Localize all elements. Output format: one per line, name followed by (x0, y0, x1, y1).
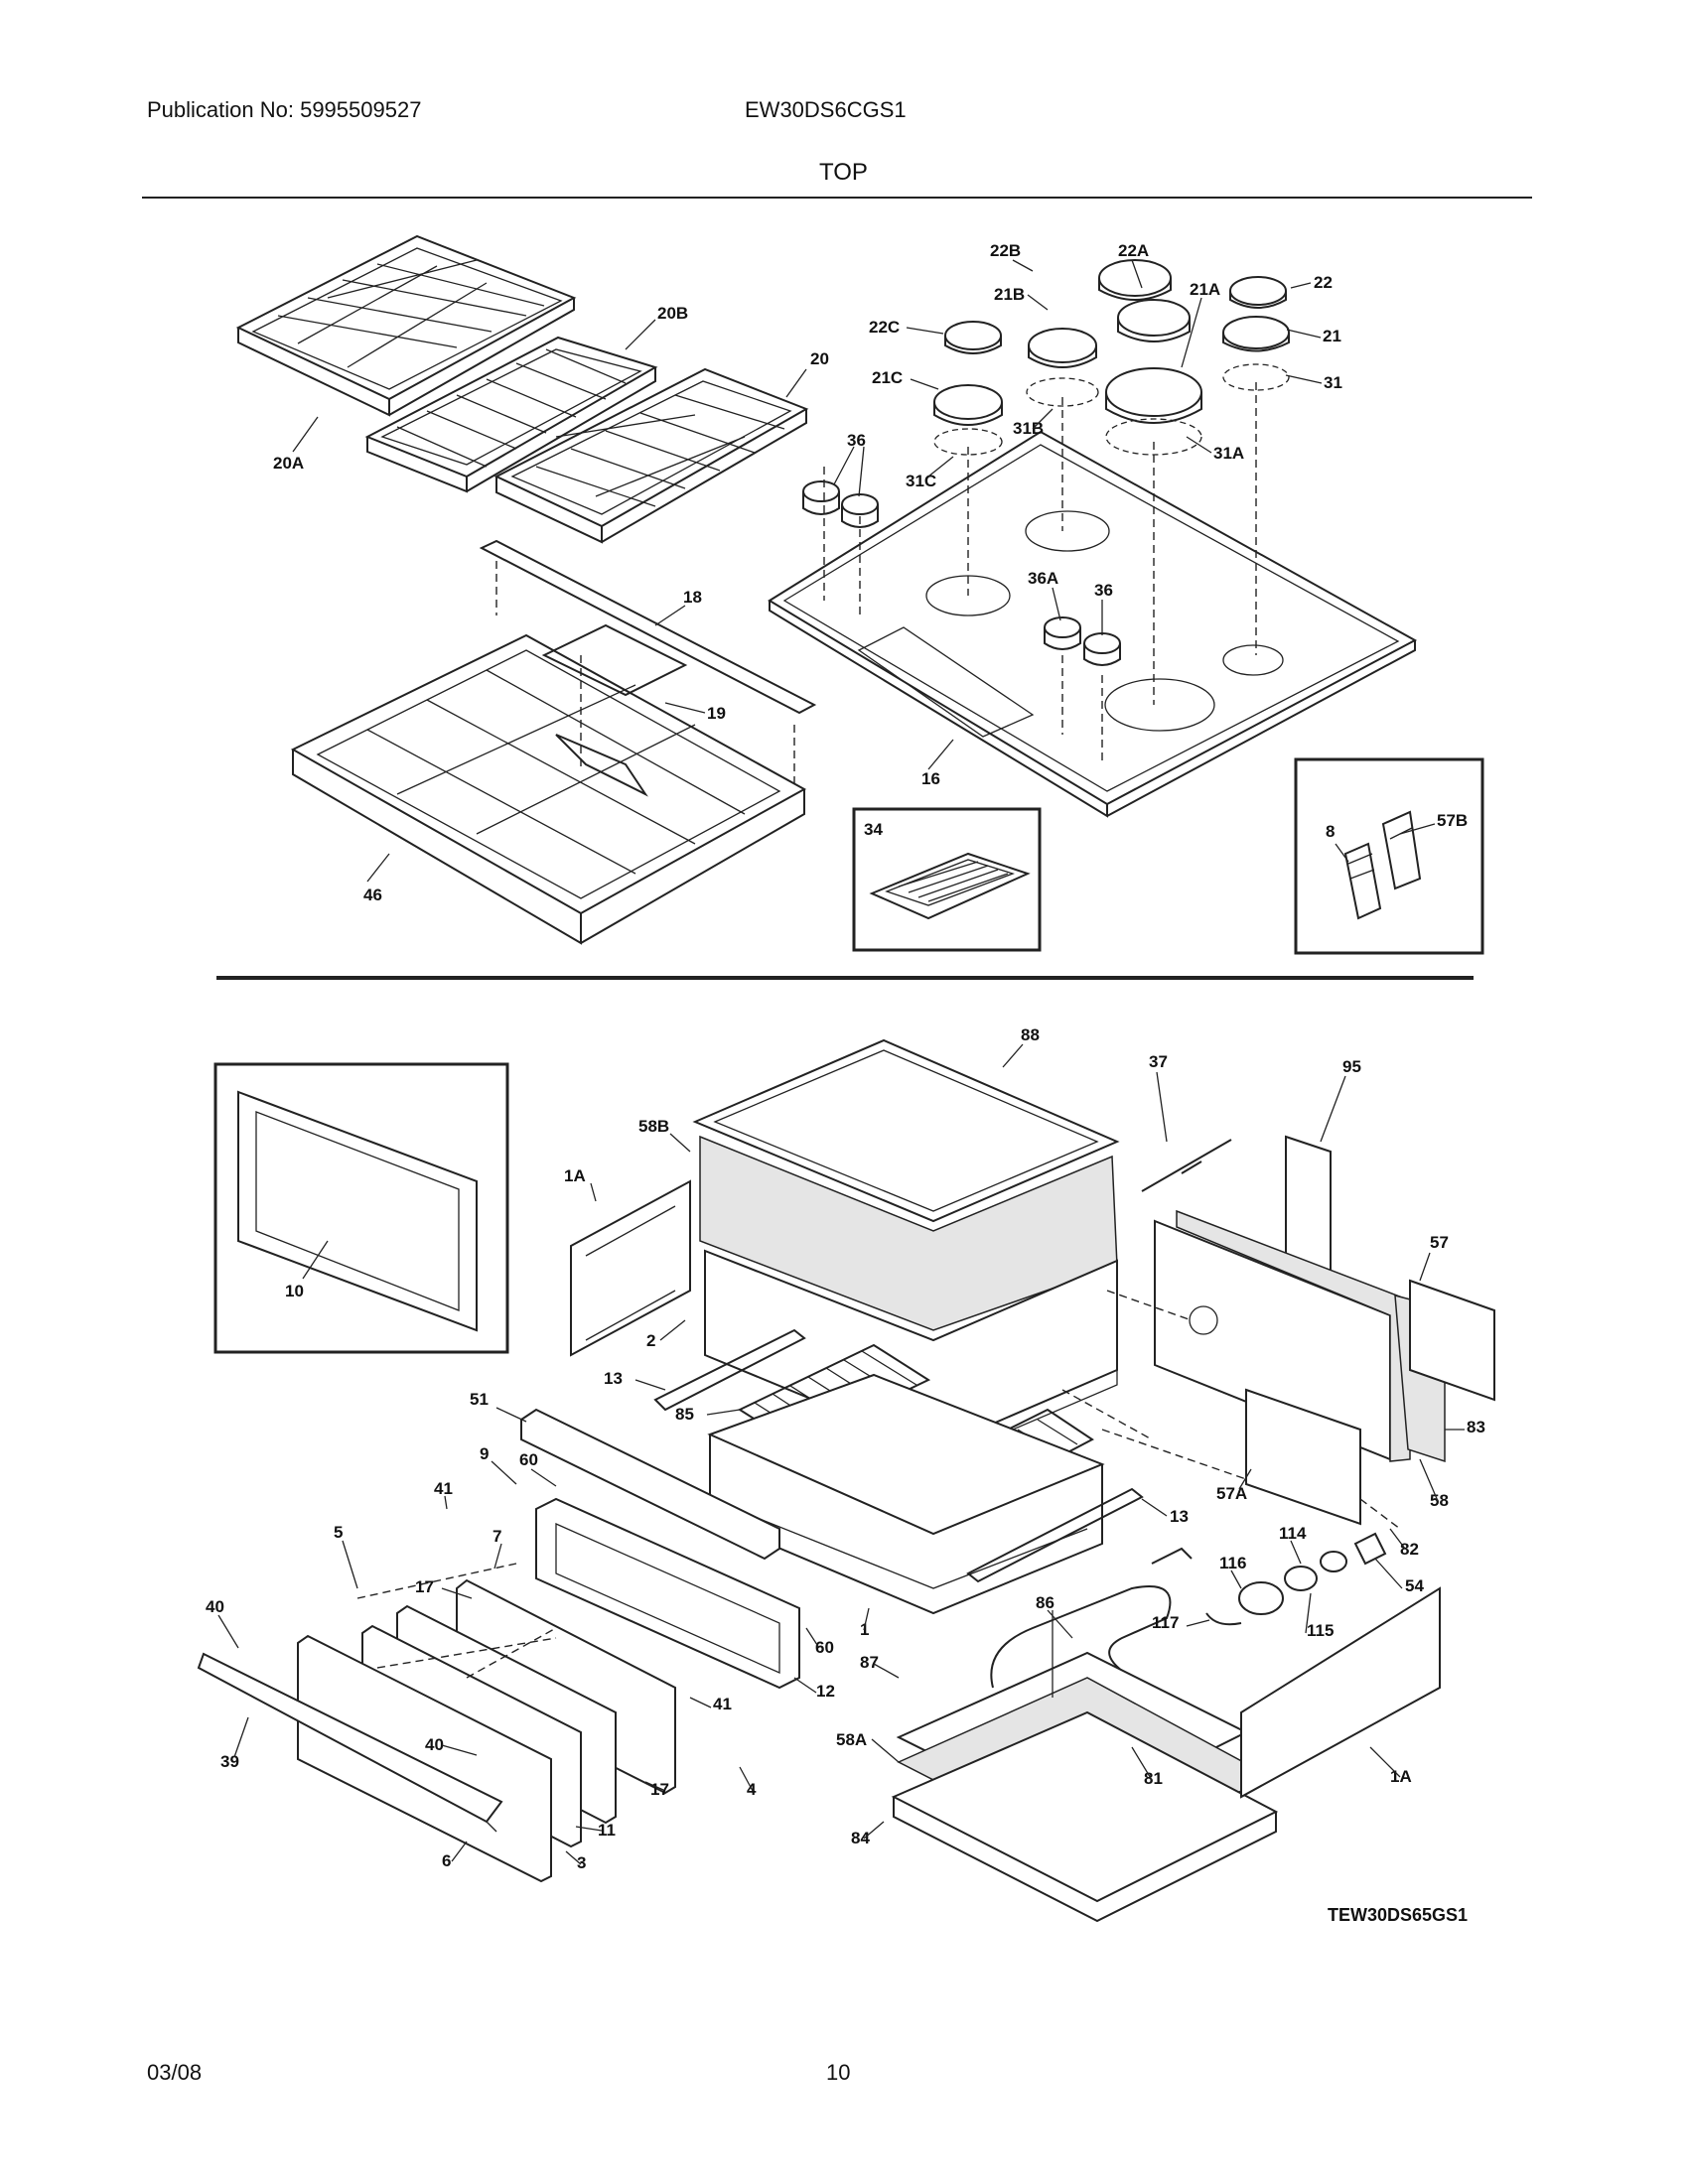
grate-20-illustration (493, 367, 809, 544)
label-20: 20 (810, 349, 829, 368)
label-36-upper: 36 (847, 431, 866, 450)
label-22A: 22A (1118, 241, 1149, 260)
label-7: 7 (492, 1527, 501, 1546)
sensor-37-illustration (1141, 1139, 1232, 1192)
label-116: 116 (1219, 1554, 1246, 1572)
label-17-lower: 17 (650, 1780, 669, 1799)
label-13-right: 13 (1170, 1507, 1189, 1526)
label-21C: 21C (872, 368, 903, 387)
label-60-upper: 60 (519, 1450, 538, 1469)
drawing-code: TEW30DS65GS1 (1328, 1905, 1468, 1925)
label-16: 16 (921, 769, 940, 788)
rail-13-right (966, 1487, 1144, 1583)
label-21B: 21B (994, 285, 1025, 304)
label-11: 11 (598, 1821, 616, 1840)
label-8: 8 (1326, 822, 1335, 841)
leader-lines (217, 259, 1465, 1865)
label-18: 18 (683, 588, 702, 607)
publication-number: Publication No: 5995509527 (147, 97, 422, 122)
label-88: 88 (1021, 1025, 1040, 1044)
label-54: 54 (1405, 1576, 1424, 1595)
cooktop-16-illustration (768, 382, 1418, 818)
oven-cavity-illustration (699, 1135, 1118, 1460)
bottom-panels-illustration (891, 1651, 1279, 1923)
label-34: 34 (864, 820, 883, 839)
side-panel-1A-right (1240, 1586, 1441, 1799)
label-57: 57 (1430, 1233, 1449, 1252)
label-87: 87 (860, 1653, 879, 1672)
label-31: 31 (1324, 373, 1342, 392)
label-58B: 58B (638, 1117, 669, 1136)
grate-20B-illustration (364, 336, 658, 493)
label-36-lower: 36 (1094, 581, 1113, 600)
label-57A: 57A (1216, 1484, 1247, 1503)
label-83: 83 (1467, 1418, 1485, 1436)
label-10: 10 (285, 1282, 304, 1300)
back-panels-illustration (1061, 1135, 1495, 1530)
label-1A-left: 1A (564, 1166, 586, 1185)
label-60-lower: 60 (815, 1638, 834, 1657)
vent-panel-51 (520, 1408, 780, 1561)
label-13-left: 13 (604, 1369, 623, 1388)
label-20B: 20B (657, 304, 688, 323)
label-95: 95 (1342, 1057, 1361, 1076)
burner-box-46-illustration (290, 539, 817, 945)
label-41-lower: 41 (713, 1695, 732, 1713)
label-17-upper: 17 (415, 1577, 434, 1596)
door-assembly-illustration (197, 1497, 800, 1883)
label-40-left: 40 (206, 1597, 224, 1616)
label-19: 19 (707, 704, 726, 723)
label-82: 82 (1400, 1540, 1419, 1559)
page-number: 10 (826, 2060, 851, 2085)
label-12: 12 (816, 1682, 835, 1701)
label-115: 115 (1307, 1621, 1334, 1640)
footer-date: 03/08 (147, 2060, 203, 2085)
section-divider (216, 976, 1474, 980)
label-9: 9 (480, 1444, 489, 1463)
griddle-34-box (852, 807, 1042, 952)
label-84: 84 (851, 1829, 870, 1847)
label-6: 6 (442, 1851, 451, 1870)
label-20A: 20A (273, 454, 304, 473)
label-22B: 22B (990, 241, 1021, 260)
label-36A: 36A (1028, 569, 1058, 588)
label-85: 85 (675, 1405, 694, 1424)
label-86: 86 (1036, 1593, 1055, 1612)
label-31A: 31A (1213, 444, 1244, 463)
top-panel-88-illustration (692, 1038, 1120, 1223)
light-assembly-illustration (1205, 1532, 1387, 1626)
label-46: 46 (363, 886, 382, 904)
label-57B: 57B (1437, 811, 1468, 830)
label-114: 114 (1279, 1524, 1307, 1543)
grate-20A-illustration (235, 234, 577, 417)
burner-components-illustration (933, 259, 1290, 456)
label-5: 5 (334, 1523, 343, 1542)
label-2: 2 (646, 1331, 655, 1350)
label-37: 37 (1149, 1052, 1168, 1071)
label-41-upper: 41 (434, 1479, 453, 1498)
label-21A: 21A (1190, 280, 1220, 299)
header-rule (142, 197, 1532, 199)
valve-8-box (1294, 757, 1484, 955)
rail-13-left (653, 1328, 806, 1412)
side-panel-1A-left (570, 1179, 691, 1357)
label-21: 21 (1323, 327, 1341, 345)
label-51: 51 (470, 1390, 489, 1409)
label-58: 58 (1430, 1491, 1449, 1510)
label-39: 39 (220, 1752, 239, 1771)
label-40-center: 40 (425, 1735, 444, 1754)
section-title: TOP (819, 159, 868, 186)
label-117: 117 (1152, 1613, 1179, 1632)
window-10-box (213, 1062, 509, 1354)
knob-illustrations (802, 480, 1121, 666)
label-22C: 22C (869, 318, 900, 337)
label-58A: 58A (836, 1730, 867, 1749)
model-number: EW30DS6CGS1 (745, 97, 907, 122)
drawer-1-illustration (707, 1373, 1105, 1615)
label-22: 22 (1314, 273, 1333, 292)
label-31B: 31B (1013, 419, 1044, 438)
label-3: 3 (577, 1853, 586, 1872)
